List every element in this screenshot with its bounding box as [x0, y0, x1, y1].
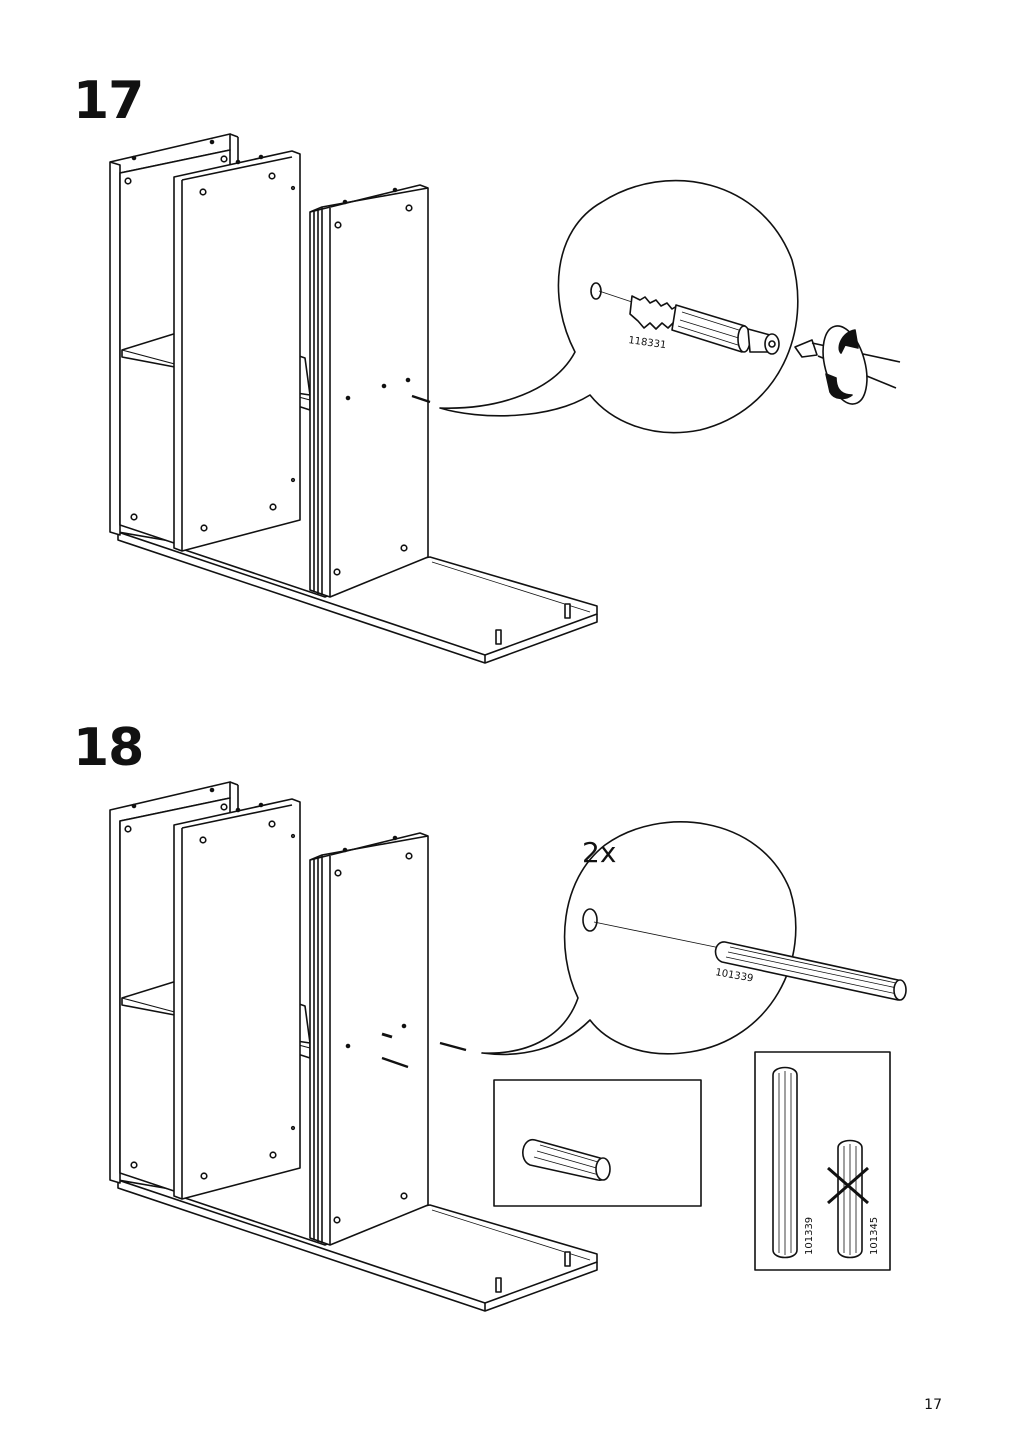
correct-dowel-label: 101339	[804, 1217, 815, 1255]
screwdriver-icon	[794, 325, 901, 405]
step-17-number: 17	[73, 71, 144, 131]
step-17-illustration: 118331	[109, 133, 901, 664]
middle-divider	[173, 150, 301, 552]
quantity-label: 2x	[582, 836, 616, 869]
cam-screw-detail	[590, 282, 780, 355]
dowel-comparison-inset	[754, 1051, 891, 1271]
bottom-panel	[117, 531, 598, 664]
detail-bubble	[481, 821, 797, 1056]
cross-icon	[827, 1166, 869, 1205]
part-118331-label: 118331	[628, 335, 667, 351]
page-number: 17	[924, 1397, 942, 1413]
wrong-dowel-label: 101345	[869, 1217, 880, 1255]
step-18-number: 18	[73, 718, 144, 778]
dowel-closeup-inset	[493, 1079, 702, 1207]
middle-divider	[173, 798, 301, 1200]
detail-bubble	[439, 179, 799, 434]
right-side-panel	[309, 832, 467, 1246]
right-side-panel	[309, 184, 431, 598]
dowel-detail	[582, 908, 907, 1001]
